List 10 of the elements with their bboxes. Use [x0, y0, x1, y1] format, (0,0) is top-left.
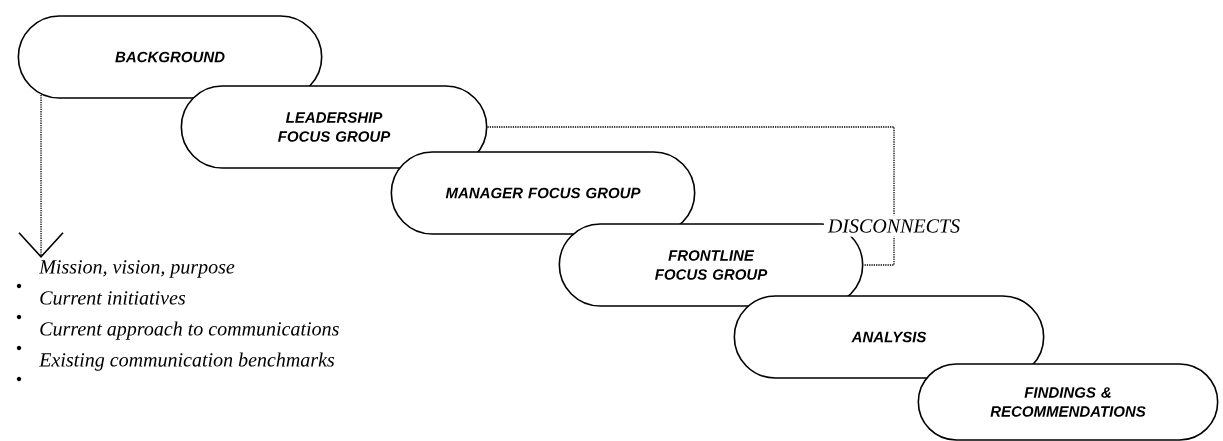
- node-label: FINDINGS & RECOMMENDATIONS: [990, 387, 1146, 417]
- stage-box: BACKGROUND: [17, 15, 323, 99]
- stage-box: LEADERSHIP FOCUS GROUP: [180, 85, 488, 169]
- stage-box: ANALYSIS: [733, 295, 1045, 379]
- bullet-list: Mission, vision, purpose Current initiatives Current approach to communications Existing communication benchmarks: [39, 260, 339, 371]
- stage-box: FINDINGS & RECOMMENDATIONS: [917, 363, 1219, 441]
- connector: [486, 126, 895, 266]
- edge-label: DISCONNECTS: [823, 215, 965, 237]
- stage-box: MANAGER FOCUS GROUP: [390, 151, 696, 235]
- connector: [18, 94, 64, 258]
